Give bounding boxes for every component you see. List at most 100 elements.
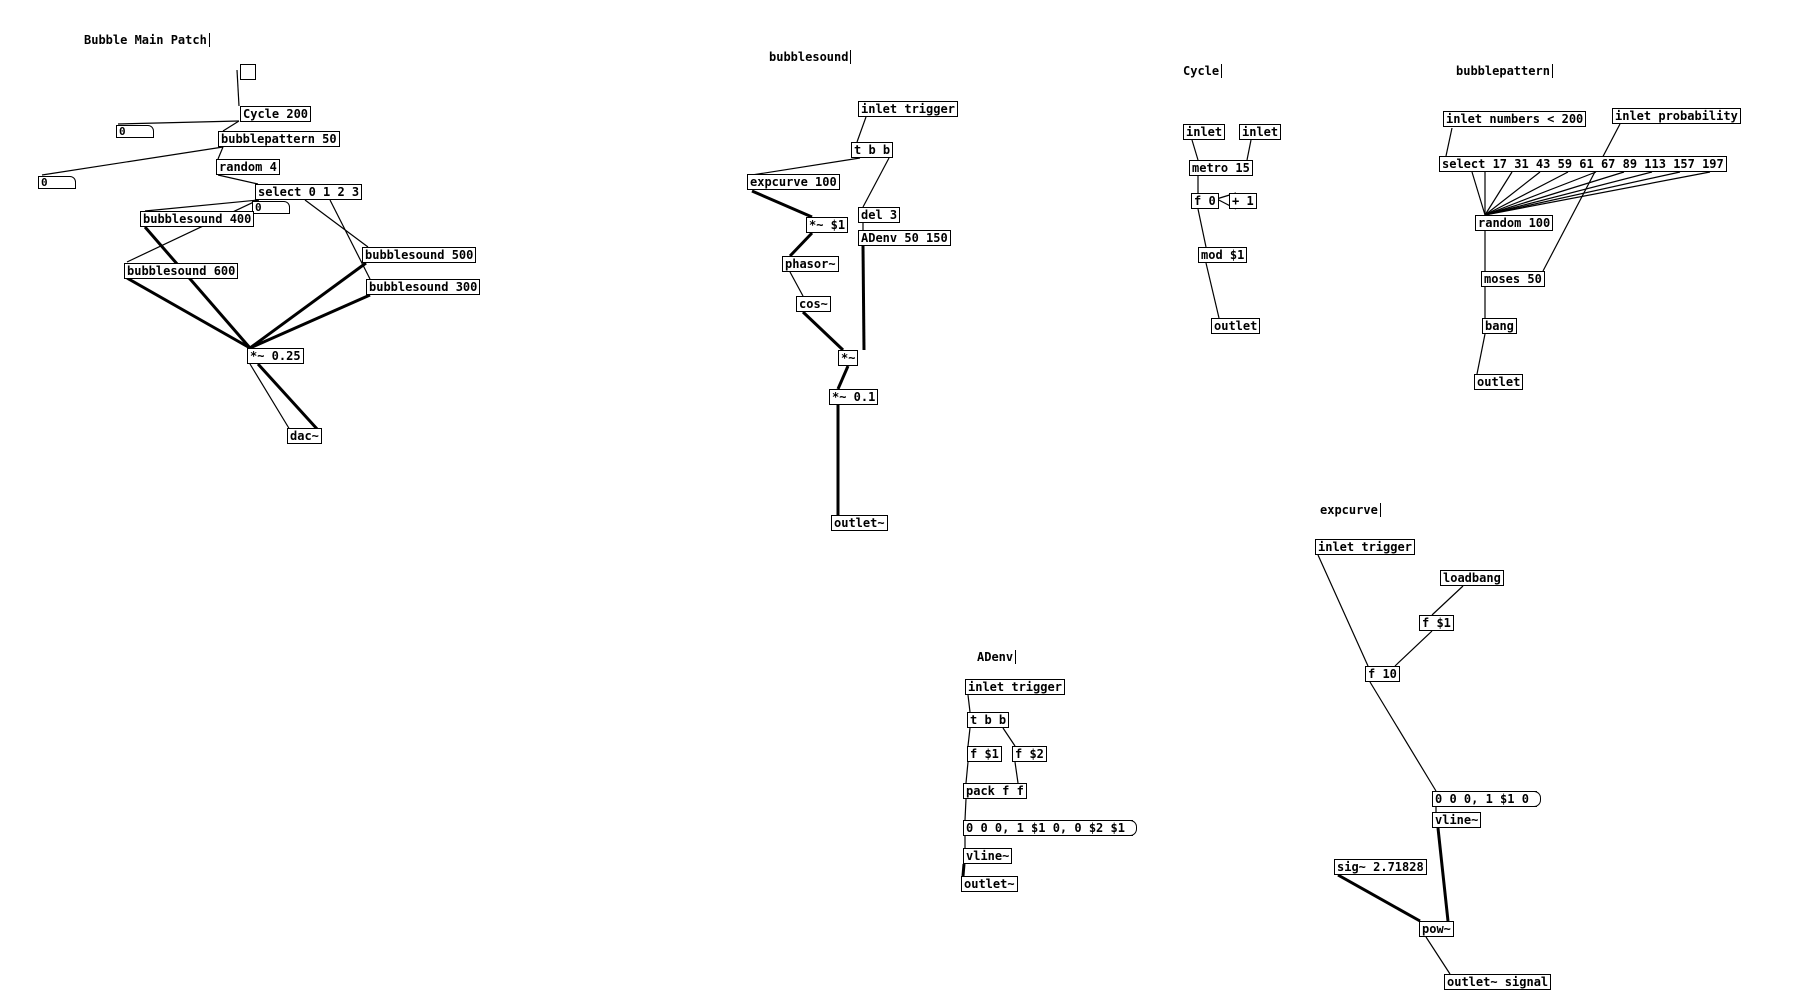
cord [751, 189, 813, 219]
cord [1484, 171, 1597, 216]
cord [1542, 123, 1621, 272]
object-select[interactable]: select 0 1 2 3 [255, 184, 363, 200]
cord [1484, 171, 1625, 216]
cord [1431, 585, 1464, 616]
object-sig[interactable]: sig~ 2.71828 [1334, 859, 1427, 875]
object-bubblesound-300[interactable]: bubblesound 300 [366, 279, 481, 295]
cord [861, 245, 866, 351]
object-bang[interactable]: bang [1482, 318, 1517, 334]
cord [1484, 171, 1681, 216]
object-multiply[interactable]: *~ $1 [806, 217, 849, 233]
object-pack[interactable]: pack f f [963, 783, 1027, 799]
object-float[interactable]: f $1 [967, 746, 1002, 762]
cord [1002, 727, 1016, 747]
object-multiply[interactable]: *~ [838, 350, 859, 366]
object-inlet[interactable]: inlet [1183, 124, 1226, 140]
object-inlet-trigger[interactable]: inlet trigger [858, 101, 958, 117]
cord [249, 293, 371, 350]
object-float[interactable]: f 0 [1191, 193, 1219, 209]
object-bubblepattern[interactable]: bubblepattern 50 [218, 131, 340, 147]
cord [1394, 630, 1433, 667]
object-outlet[interactable]: outlet~ [831, 515, 888, 531]
object-adenv[interactable]: ADenv 50 150 [858, 230, 951, 246]
toggle[interactable] [240, 64, 256, 80]
object-phasor[interactable]: phasor~ [782, 256, 839, 272]
cord [1425, 936, 1451, 975]
patch-title-bubblepattern: bubblepattern [1456, 64, 1553, 78]
object-bubblesound-400[interactable]: bubblesound 400 [140, 211, 255, 227]
object-float[interactable]: f 10 [1365, 666, 1400, 682]
object-inlet-numbers[interactable]: inlet numbers < 200 [1443, 111, 1587, 127]
patch-title-bubblesound: bubblesound [769, 50, 851, 64]
object-outlet[interactable]: outlet~ [961, 876, 1018, 892]
cord [144, 199, 259, 212]
object-delay[interactable]: del 3 [858, 207, 901, 223]
object-trigger[interactable]: t b b [967, 712, 1010, 728]
number-box[interactable]: 0 [116, 125, 154, 138]
cord [789, 271, 804, 297]
cord [1484, 171, 1653, 216]
object-add[interactable]: + 1 [1229, 193, 1257, 209]
object-expcurve[interactable]: expcurve 100 [747, 174, 840, 190]
cord [1191, 139, 1199, 161]
cord [249, 261, 367, 350]
object-float[interactable]: f $1 [1419, 615, 1454, 631]
object-dac[interactable]: dac~ [287, 428, 322, 444]
cord [801, 310, 845, 352]
cord [1436, 827, 1450, 922]
cord [236, 69, 240, 107]
message-box[interactable]: 0 0 0, 1 $1 0, 0 $2 $1 [963, 820, 1137, 836]
cord [1014, 761, 1019, 784]
object-trigger[interactable]: t b b [851, 142, 894, 158]
cord [964, 798, 967, 821]
cord [788, 231, 814, 258]
object-cos[interactable]: cos~ [796, 296, 831, 312]
cord [217, 174, 259, 185]
object-loadbang[interactable]: loadbang [1440, 570, 1504, 586]
cord [1471, 171, 1486, 216]
cord [751, 157, 861, 176]
object-random[interactable]: random 100 [1475, 215, 1554, 231]
object-inlet[interactable]: inlet [1239, 124, 1282, 140]
cord [965, 761, 969, 784]
object-outlet[interactable]: outlet [1211, 318, 1261, 334]
object-multiply[interactable]: *~ 0.25 [247, 348, 304, 364]
cord [1484, 171, 1711, 216]
patch-title-expcurve: expcurve [1320, 503, 1381, 517]
object-vline[interactable]: vline~ [1432, 812, 1482, 828]
object-inlet-trigger[interactable]: inlet trigger [965, 679, 1065, 695]
cord [143, 226, 252, 349]
object-outlet[interactable]: outlet [1474, 374, 1524, 390]
cord [329, 199, 371, 280]
object-inlet-probability[interactable]: inlet probability [1612, 108, 1741, 124]
object-cycle[interactable]: Cycle 200 [240, 106, 312, 122]
number-box[interactable]: 0 [38, 176, 76, 189]
object-random[interactable]: random 4 [216, 159, 280, 175]
object-bubblesound-600[interactable]: bubblesound 600 [124, 263, 239, 279]
message-box[interactable]: 0 0 0, 1 $1 0 [1432, 791, 1541, 807]
patch-title-cycle: Cycle [1183, 64, 1222, 78]
object-vline[interactable]: vline~ [963, 848, 1013, 864]
cord [856, 116, 867, 143]
object-select[interactable]: select 17 31 43 59 61 67 89 113 157 197 [1439, 156, 1727, 172]
number-box[interactable]: 0 [252, 201, 290, 214]
object-pow[interactable]: pow~ [1419, 921, 1454, 937]
patch-title-adenv: ADenv [977, 650, 1016, 664]
cord [249, 363, 291, 431]
object-float[interactable]: f $2 [1012, 746, 1047, 762]
object-mod[interactable]: mod $1 [1198, 247, 1248, 263]
cord [1484, 171, 1513, 216]
object-inlet-trigger[interactable]: inlet trigger [1315, 539, 1415, 555]
cord [1246, 139, 1252, 161]
object-bubblesound-500[interactable]: bubblesound 500 [362, 247, 477, 263]
cord [967, 694, 971, 713]
object-metro[interactable]: metro 15 [1189, 160, 1253, 176]
object-outlet-signal[interactable]: outlet~ signal [1444, 974, 1552, 990]
object-moses[interactable]: moses 50 [1481, 271, 1545, 287]
cord [1337, 873, 1421, 923]
object-multiply[interactable]: *~ 0.1 [829, 389, 879, 405]
cord [961, 863, 966, 877]
cord [967, 727, 971, 747]
